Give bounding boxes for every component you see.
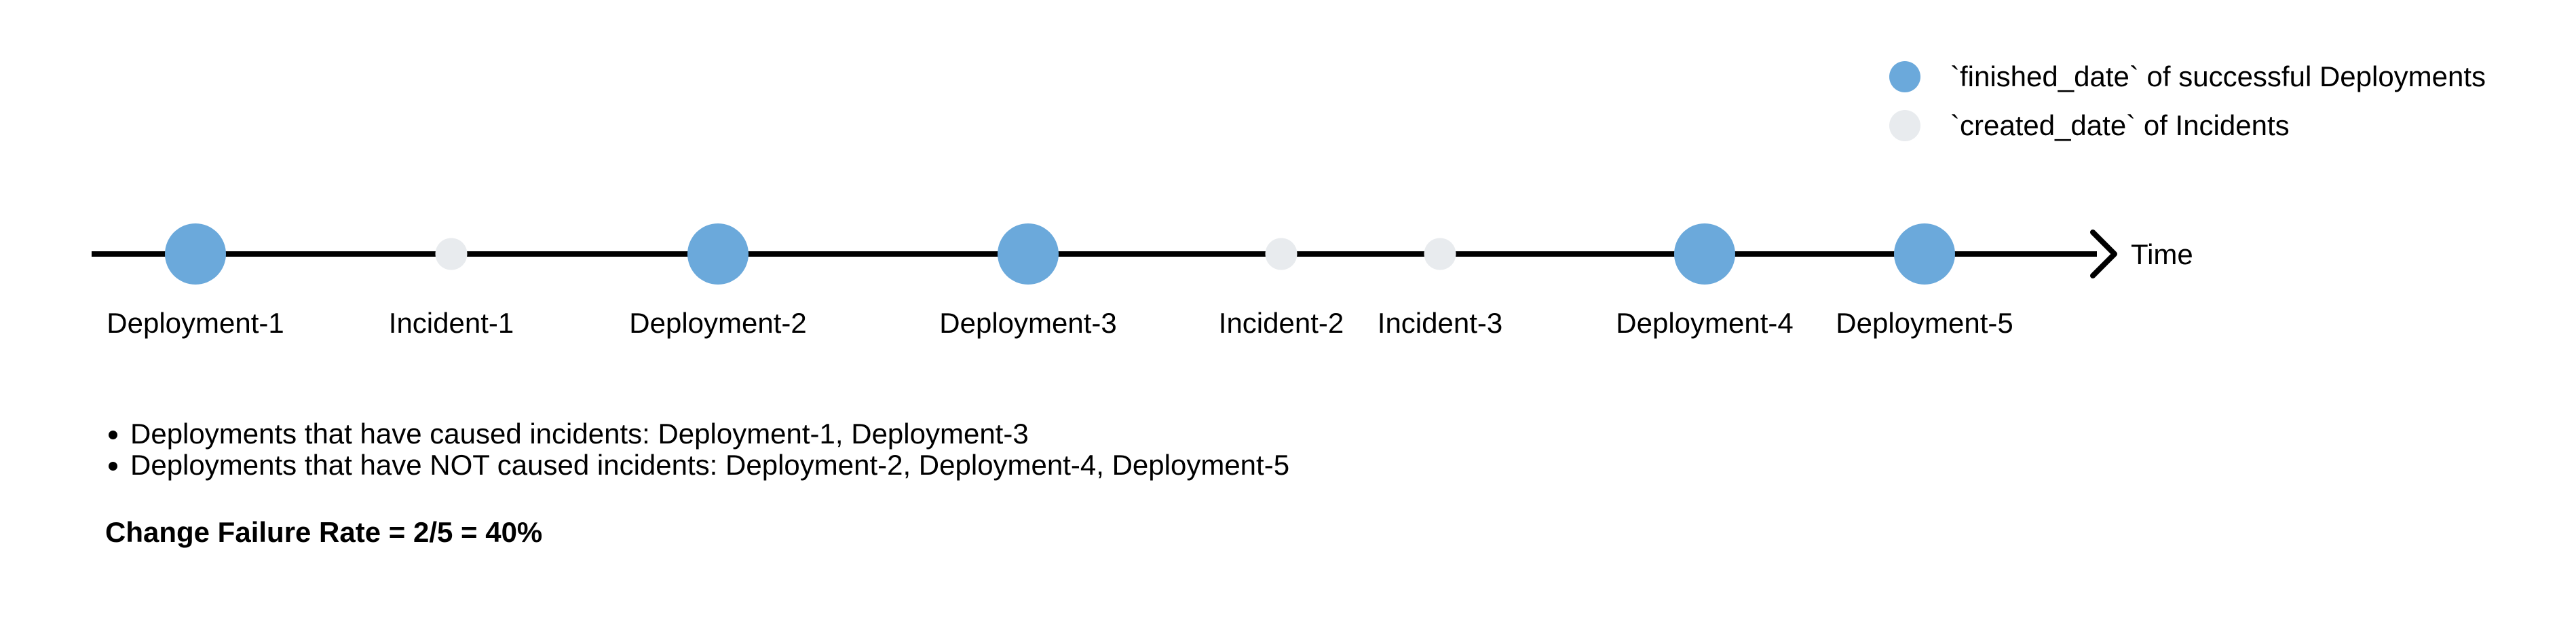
deployment-dot [687,223,749,285]
event-label: Incident-2 [1218,307,1344,339]
legend-label-incidents: `created_date` of Incidents [1950,109,2290,141]
event-label: Incident-3 [1377,307,1503,339]
notes-list: Deployments that have caused incidents: … [87,418,1289,481]
legend-item-deployments: `finished_date` of successful Deployment… [1889,61,2486,92]
event-label: Deployment-3 [939,307,1117,339]
legend-item-incidents: `created_date` of Incidents [1889,110,2486,141]
note-bullet: Deployments that have NOT caused inciden… [130,450,1289,481]
incident-dot [1265,238,1298,270]
time-axis-label: Time [2131,238,2193,270]
deployment-marker-icon [1889,61,1920,92]
note-bullet: Deployments that have caused incidents: … [130,418,1289,450]
event-label: Deployment-5 [1836,307,2013,339]
event-label: Incident-1 [388,307,514,339]
change-failure-rate-result: Change Failure Rate = 2/5 = 40% [105,516,543,548]
event-label: Deployment-4 [1616,307,1794,339]
legend-label-deployments: `finished_date` of successful Deployment… [1950,60,2486,92]
deployment-dot [998,223,1059,285]
deployment-dot [1894,223,1955,285]
incident-marker-icon [1889,110,1920,141]
deployment-dot [165,223,226,285]
deployment-dot [1674,223,1735,285]
time-axis-line [92,251,2097,257]
legend: `finished_date` of successful Deployment… [1889,61,2486,141]
event-label: Deployment-1 [107,307,284,339]
notes: Deployments that have caused incidents: … [87,418,1289,481]
event-label: Deployment-2 [629,307,807,339]
incident-dot [435,238,468,270]
incident-dot [1424,238,1456,270]
arrow-right-icon [2090,230,2117,278]
